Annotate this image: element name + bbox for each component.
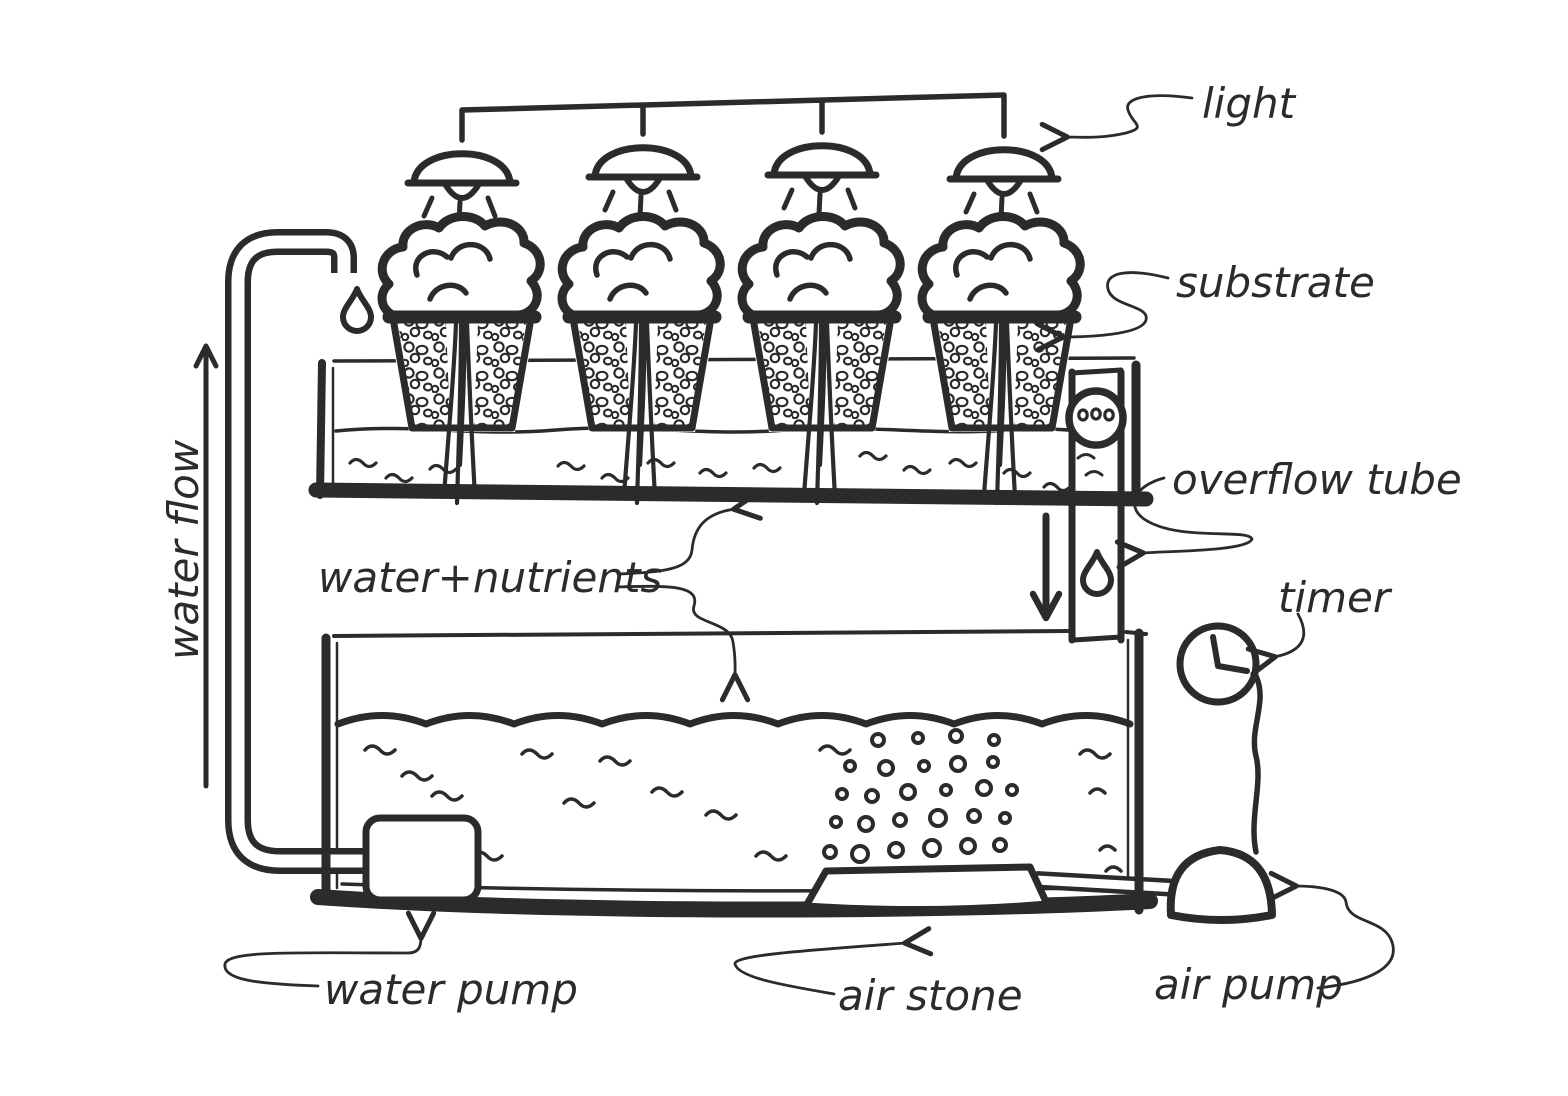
leader-light bbox=[1039, 94, 1194, 153]
water-surface bbox=[334, 712, 1134, 728]
tray-water-ripples bbox=[348, 450, 1072, 493]
air-bubbles bbox=[822, 728, 1019, 864]
label-overflow-tube: overflow tube bbox=[1172, 455, 1462, 504]
light-wire bbox=[459, 92, 1007, 143]
air-pump bbox=[1166, 846, 1276, 924]
tray-left-wall bbox=[316, 359, 326, 499]
water-pipe bbox=[225, 229, 372, 889]
lamp-icon bbox=[589, 148, 697, 216]
down-arrow-icon bbox=[1029, 512, 1063, 622]
leader-overflow-tube bbox=[1114, 476, 1254, 570]
leader-water-pump bbox=[223, 910, 437, 988]
leader-timer bbox=[1245, 612, 1306, 677]
leader-air-pump bbox=[1268, 870, 1395, 990]
light-fixture bbox=[408, 92, 1058, 222]
label-air-stone: air stone bbox=[838, 971, 1023, 1020]
spout-droplet-icon bbox=[343, 289, 371, 331]
overflow-ripples bbox=[1076, 453, 1104, 477]
leader-water-nutrients-down bbox=[616, 584, 751, 703]
timer-cord bbox=[1251, 673, 1263, 855]
timer-clock bbox=[1176, 622, 1260, 706]
label-water-pump: water pump bbox=[324, 965, 578, 1014]
plant-pot-4 bbox=[922, 216, 1080, 503]
air-stone bbox=[802, 863, 1051, 914]
overflow-cap-holes bbox=[1077, 407, 1115, 422]
label-water-flow: water flow bbox=[159, 439, 208, 660]
label-light: light bbox=[1202, 79, 1297, 128]
water-flow-arrow bbox=[193, 343, 219, 789]
tray-bottom bbox=[308, 482, 1154, 507]
annotations: light substrate overflow tube timer wate… bbox=[159, 79, 1462, 1020]
label-air-pump: air pump bbox=[1154, 960, 1343, 1009]
air-system bbox=[802, 622, 1276, 924]
plant-pot-1 bbox=[382, 216, 540, 503]
tank-top-edge bbox=[332, 629, 1148, 638]
clock-hands-icon bbox=[1210, 634, 1250, 674]
leader-air-stone bbox=[733, 926, 934, 996]
water-pump bbox=[362, 814, 482, 904]
label-substrate: substrate bbox=[1176, 258, 1375, 307]
lamp-icon bbox=[768, 146, 876, 214]
leader-substrate bbox=[1035, 271, 1170, 353]
lamp-icon bbox=[950, 150, 1058, 218]
lamp-icon bbox=[408, 154, 516, 222]
label-water-nutrients: water+nutrients bbox=[318, 553, 662, 602]
leader-water-nutrients-up bbox=[616, 490, 763, 576]
overflow-tube bbox=[1029, 367, 1127, 644]
plant-pot-2 bbox=[562, 216, 720, 503]
tank-water-ripples bbox=[363, 744, 1123, 873]
label-timer: timer bbox=[1278, 573, 1393, 622]
